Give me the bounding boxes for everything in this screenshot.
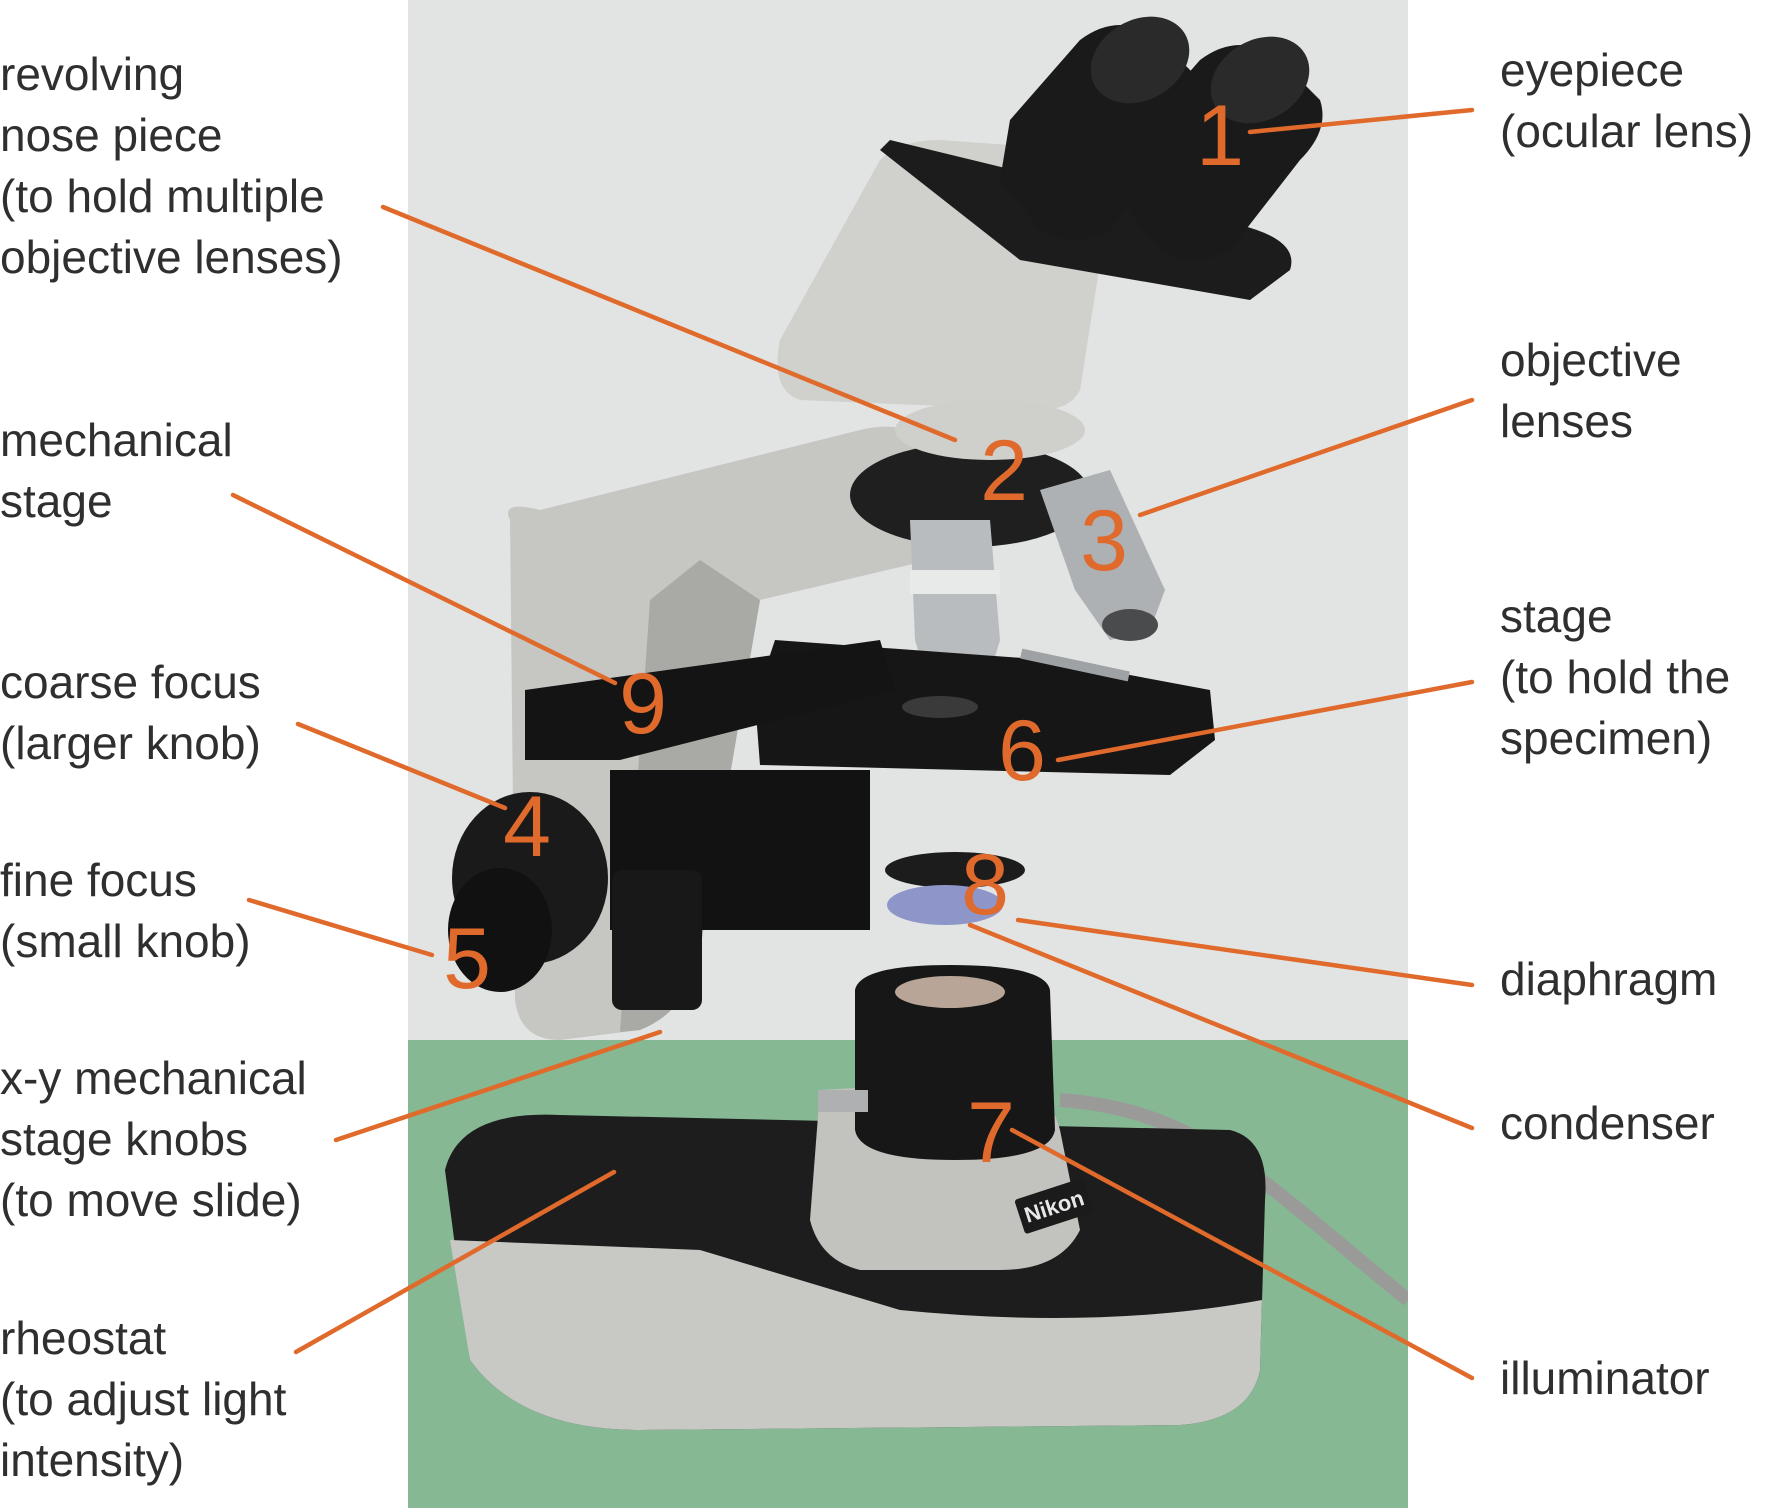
label-condenser: condenser xyxy=(1500,1097,1715,1149)
number-2: 2 xyxy=(980,423,1028,519)
label-rheostat: rheostat (to adjust light intensity) xyxy=(0,1312,287,1486)
nikon-logo-text: Nikon xyxy=(1021,1185,1087,1228)
leader-fine-focus xyxy=(246,897,435,958)
leader-rheostat xyxy=(293,1169,617,1355)
diaphragm-ring xyxy=(887,885,1003,925)
fine-focus-knob-inner xyxy=(448,868,552,992)
base-front xyxy=(450,1240,1262,1430)
label-xy-mechanical-stage-knobs: x-y mechanical stage knobs (to move slid… xyxy=(0,1052,307,1226)
label-objective-lenses: objective lenses xyxy=(1500,334,1682,447)
label-stage: stage (to hold the specimen) xyxy=(1500,590,1731,764)
label-illuminator: illuminator xyxy=(1500,1352,1710,1404)
leader-stage xyxy=(1055,679,1475,763)
number-6: 6 xyxy=(998,703,1046,799)
nikon-logo-plate xyxy=(1014,1178,1094,1234)
number-7: 7 xyxy=(967,1085,1015,1181)
objective-lenses-drawing xyxy=(910,470,1165,690)
number-1: 1 xyxy=(1196,88,1244,184)
leader-diaphragm xyxy=(1015,917,1475,988)
mechanical-stage-holder xyxy=(525,640,895,760)
label-mechanical-stage: mechanical stage xyxy=(0,414,233,527)
illuminator-lens xyxy=(895,976,1005,1008)
eyepieces xyxy=(1000,16,1323,260)
leader-xy-knobs xyxy=(333,1029,663,1143)
stage-aperture xyxy=(902,696,978,718)
number-9: 9 xyxy=(619,656,667,752)
leader-illuminator xyxy=(1009,1127,1475,1381)
label-coarse-focus: coarse focus (larger knob) xyxy=(0,656,261,769)
leader-eyepiece xyxy=(1247,107,1475,135)
microscope-photo xyxy=(408,0,1408,1508)
number-3: 3 xyxy=(1080,493,1128,589)
nosepiece-top xyxy=(895,400,1085,460)
stage-clip xyxy=(1020,648,1130,682)
leader-mechanical-stage xyxy=(230,492,618,686)
number-8: 8 xyxy=(961,837,1009,933)
xy-stage-knob xyxy=(612,870,702,1010)
label-eyepiece: eyepiece (ocular lens) xyxy=(1500,44,1754,157)
leader-objective-lenses xyxy=(1137,397,1475,518)
leader-revolving-nose-piece xyxy=(380,204,958,443)
label-revolving-nose-piece: revolving nose piece (to hold multiple o… xyxy=(0,48,343,283)
nosepiece-ring xyxy=(850,443,1090,547)
leader-condenser xyxy=(967,922,1475,1131)
illuminator-tower xyxy=(855,965,1055,1160)
leader-coarse-focus xyxy=(295,721,508,811)
number-5: 5 xyxy=(443,911,491,1007)
illuminator-side-knob xyxy=(818,1090,868,1112)
number-4: 4 xyxy=(503,779,551,875)
label-diaphragm: diaphragm xyxy=(1500,953,1718,1005)
condenser-ring-top xyxy=(885,852,1025,888)
label-fine-focus: fine focus (small knob) xyxy=(0,854,251,967)
